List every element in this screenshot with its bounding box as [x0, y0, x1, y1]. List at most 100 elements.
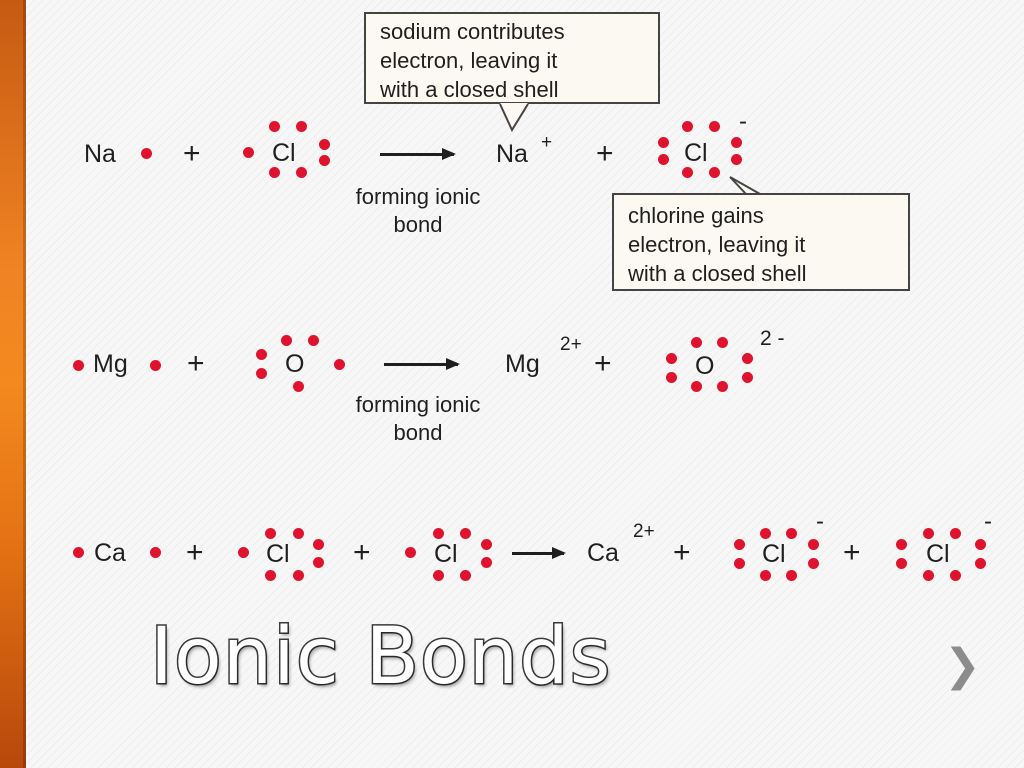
electron-dot — [923, 528, 934, 539]
electron-dot — [293, 570, 304, 581]
electron-dot — [265, 570, 276, 581]
chloride-ion-charge: - — [739, 108, 747, 135]
electron-dot — [731, 137, 742, 148]
plus-sign: + — [673, 536, 691, 569]
electron-dot — [760, 528, 771, 539]
electron-dot — [717, 381, 728, 392]
electron-dot — [433, 528, 444, 539]
electron-dot — [717, 337, 728, 348]
arrow-caption-line-2: bond — [393, 212, 443, 237]
sodium-ion-symbol: Na — [496, 140, 528, 168]
next-slide-icon[interactable]: ❯ — [944, 640, 981, 691]
chlorine-symbol: Cl — [272, 139, 296, 167]
electron-dot — [481, 557, 492, 568]
electron-dot — [975, 558, 986, 569]
electron-dot — [731, 154, 742, 165]
electron-dot — [742, 372, 753, 383]
electron-dot — [786, 528, 797, 539]
electron-dot — [950, 528, 961, 539]
plus-sign: + — [353, 536, 371, 569]
electron-dot — [405, 547, 416, 558]
reaction-arrow — [380, 148, 456, 160]
oxygen-symbol: O — [285, 350, 305, 378]
electron-dot — [682, 121, 693, 132]
electron-dot — [293, 381, 304, 392]
electron-dot — [141, 148, 152, 159]
plus-sign: + — [186, 536, 204, 569]
chlorine-callout-line-3: with a closed shell — [628, 261, 807, 286]
electron-dot — [896, 539, 907, 550]
electron-dot — [709, 167, 720, 178]
electron-dot — [308, 335, 319, 346]
arrow-caption-line-1: forming ionic — [355, 392, 481, 417]
electron-dot — [334, 359, 345, 370]
plus-sign: + — [183, 137, 201, 170]
electron-dot — [243, 147, 254, 158]
electron-dot — [666, 353, 677, 364]
plus-sign: + — [596, 137, 614, 170]
electron-dot — [293, 528, 304, 539]
electron-dot — [296, 121, 307, 132]
chloride-ion-symbol: Cl — [684, 139, 708, 167]
electron-dot — [808, 539, 819, 550]
electron-dot — [808, 558, 819, 569]
electron-dot — [256, 349, 267, 360]
electron-dot — [73, 547, 84, 558]
electron-dot — [734, 539, 745, 550]
magnesium-ion-charge: 2+ — [560, 334, 582, 355]
sodium-ion-charge: + — [541, 132, 553, 153]
oxide-ion-symbol: O — [695, 352, 715, 380]
electron-dot — [296, 167, 307, 178]
chlorine-symbol: Cl — [266, 540, 290, 568]
electron-dot — [460, 570, 471, 581]
chlorine-symbol: Cl — [434, 540, 458, 568]
electron-dot — [269, 121, 280, 132]
electron-dot — [691, 381, 702, 392]
arrow-caption-line-1: forming ionic — [355, 184, 481, 209]
plus-sign: + — [594, 347, 612, 380]
electron-dot — [481, 539, 492, 550]
electron-dot — [150, 547, 161, 558]
electron-dot — [433, 570, 444, 581]
electron-dot — [786, 570, 797, 581]
electron-dot — [760, 570, 771, 581]
electron-dot — [975, 539, 986, 550]
calcium-ion-symbol: Ca — [587, 539, 619, 567]
arrow-caption: forming ionic bond — [316, 391, 520, 447]
electron-dot — [313, 539, 324, 550]
electron-dot — [319, 139, 330, 150]
slide-title: Ionic Bonds — [148, 611, 612, 704]
chlorine-callout-line-2: electron, leaving it — [628, 232, 806, 257]
electron-dot — [281, 335, 292, 346]
chlorine-callout: chlorine gains electron, leaving it with… — [612, 193, 910, 291]
reaction-arrow — [512, 547, 566, 559]
electron-dot — [950, 570, 961, 581]
electron-dot — [313, 557, 324, 568]
electron-dot — [682, 167, 693, 178]
plus-sign: + — [187, 347, 205, 380]
chlorine-callout-line-1: chlorine gains — [628, 203, 764, 228]
chloride-ion-charge: - — [816, 508, 824, 535]
reaction-arrow — [384, 358, 460, 370]
calcium-ion-charge: 2+ — [633, 521, 655, 542]
electron-dot — [658, 154, 669, 165]
sodium-symbol: Na — [84, 140, 116, 168]
electron-dot — [658, 137, 669, 148]
sodium-callout: sodium contributes electron, leaving it … — [364, 12, 660, 104]
electron-dot — [923, 570, 934, 581]
chloride-ion-symbol: Cl — [762, 540, 786, 568]
sodium-callout-pointer — [499, 103, 529, 133]
electron-dot — [73, 360, 84, 371]
chloride-ion-charge: - — [984, 508, 992, 535]
electron-dot — [734, 558, 745, 569]
plus-sign: + — [843, 536, 861, 569]
accent-side-bar — [0, 0, 26, 768]
electron-dot — [691, 337, 702, 348]
electron-dot — [150, 360, 161, 371]
electron-dot — [319, 155, 330, 166]
magnesium-ion-symbol: Mg — [505, 350, 540, 378]
electron-dot — [460, 528, 471, 539]
sodium-callout-line-1: sodium contributes — [380, 19, 565, 44]
electron-dot — [265, 528, 276, 539]
